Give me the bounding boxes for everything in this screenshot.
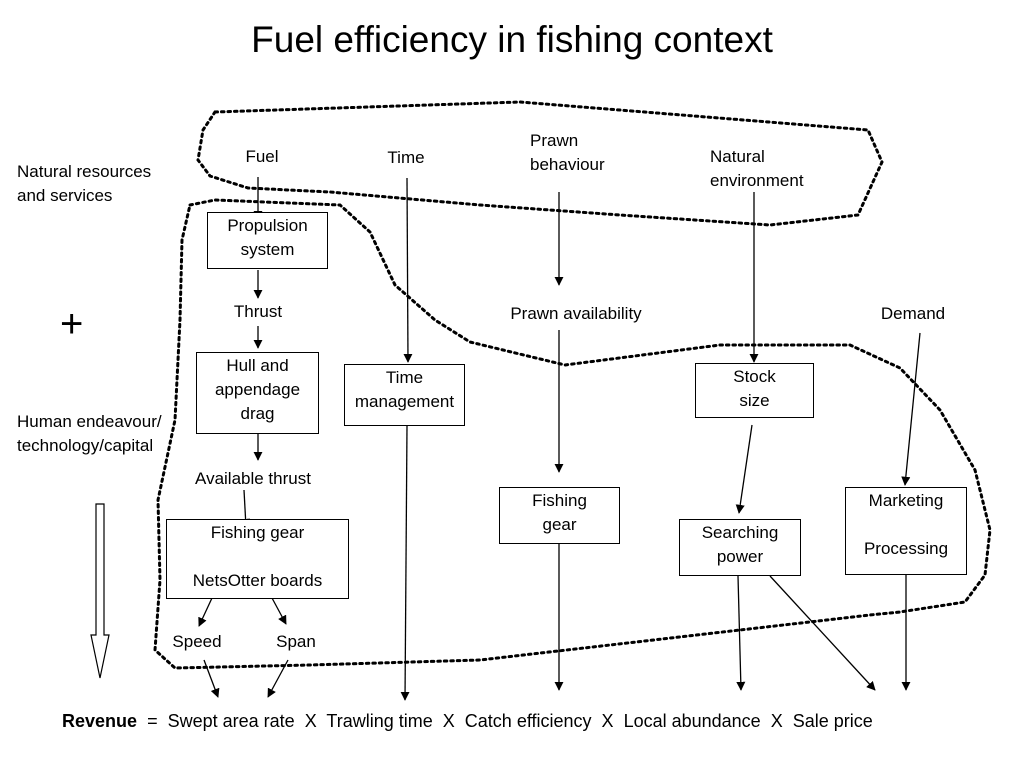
node-marketing-processing: Marketing Processing bbox=[845, 487, 967, 575]
arrow-time-management bbox=[403, 177, 413, 363]
time-management-line2: management bbox=[354, 392, 455, 411]
formula-equals: = bbox=[147, 711, 158, 731]
fishing-gear-left-line1: Fishing gear bbox=[210, 523, 305, 542]
searching-line1: Searching bbox=[701, 523, 779, 542]
human-endeavour-label: Human endeavour/ technology/capital bbox=[17, 410, 162, 458]
node-thrust: Thrust bbox=[233, 302, 283, 321]
arrow-gear-speed bbox=[198, 597, 213, 627]
time-management-line1: Time bbox=[385, 368, 424, 387]
arrow-gear-span bbox=[271, 597, 287, 625]
arrow-searching-price bbox=[769, 575, 876, 691]
formula-revenue: Revenue bbox=[62, 711, 138, 731]
node-propulsion-system: Propulsion system bbox=[207, 212, 328, 269]
formula-swept-area-rate: Swept area rate bbox=[167, 711, 295, 731]
hull-line1: Hull and bbox=[226, 356, 289, 375]
processing-line: Processing bbox=[863, 539, 949, 558]
node-fishing-gear-mid: Fishing gear bbox=[499, 487, 620, 544]
node-available-thrust: Available thrust bbox=[195, 469, 311, 488]
prawn-behaviour-line2: behaviour bbox=[530, 155, 605, 174]
page-title: Fuel efficiency in fishing context bbox=[251, 19, 773, 60]
node-fuel: Fuel bbox=[245, 147, 279, 166]
prawn-behaviour-line1: Prawn bbox=[530, 131, 579, 150]
arrow-speed-revenue bbox=[203, 659, 220, 698]
hollow-down-arrow bbox=[90, 503, 110, 679]
human-endeavour-line2: technology/capital bbox=[17, 436, 154, 455]
hull-line2: appendage bbox=[214, 380, 301, 399]
arrow-span-revenue bbox=[267, 659, 289, 698]
node-searching-power: Searching power bbox=[679, 519, 801, 576]
fishing-gear-mid-line1: Fishing bbox=[532, 491, 587, 510]
stock-line2: size bbox=[739, 391, 770, 410]
natural-resources-line2: and services bbox=[17, 186, 113, 205]
arrow-searching-abundance bbox=[736, 575, 746, 691]
arrow-demand-marketing bbox=[901, 332, 921, 486]
formula-times: X bbox=[770, 711, 783, 731]
node-time-management: Time management bbox=[344, 364, 465, 426]
formula-local-abundance: Local abundance bbox=[623, 711, 761, 731]
natural-resources-line1: Natural resources bbox=[17, 162, 152, 181]
human-endeavour-boundary bbox=[153, 198, 992, 670]
marketing-line: Marketing bbox=[868, 491, 944, 510]
node-demand: Demand bbox=[880, 304, 946, 323]
node-hull-drag: Hull and appendage drag bbox=[196, 352, 319, 434]
node-prawn-availability: Prawn availability bbox=[510, 304, 642, 323]
fishing-gear-mid-line2: gear bbox=[542, 515, 577, 534]
natural-environment-line2: environment bbox=[710, 171, 804, 190]
arrow-timemgmt-revenue bbox=[400, 425, 410, 701]
searching-line2: power bbox=[716, 547, 764, 566]
node-speed: Speed bbox=[172, 632, 222, 651]
plus-sign: + bbox=[60, 302, 84, 346]
arrow-stock-searching bbox=[735, 424, 753, 514]
stock-line1: Stock bbox=[733, 367, 776, 386]
formula-trawling-time: Trawling time bbox=[326, 711, 433, 731]
node-natural-environment: Natural environment bbox=[710, 145, 804, 193]
natural-environment-line1: Natural bbox=[710, 147, 765, 166]
natural-resources-label: Natural resources and services bbox=[17, 160, 151, 208]
node-stock-size: Stock size bbox=[695, 363, 814, 418]
node-prawn-behaviour: Prawn behaviour bbox=[530, 129, 605, 177]
formula-times: X bbox=[442, 711, 455, 731]
node-fishing-gear-left: Fishing gear NetsOtter boards bbox=[166, 519, 349, 599]
formula-sale-price: Sale price bbox=[792, 711, 873, 731]
human-endeavour-line1: Human endeavour/ bbox=[17, 412, 162, 431]
propulsion-line1: Propulsion bbox=[227, 216, 308, 235]
propulsion-line2: system bbox=[240, 240, 295, 259]
fishing-gear-left-line2: NetsOtter boards bbox=[192, 571, 323, 590]
revenue-formula: Revenue = Swept area rate X Trawling tim… bbox=[62, 708, 873, 734]
formula-times: X bbox=[601, 711, 614, 731]
node-span: Span bbox=[276, 632, 316, 651]
natural-resources-boundary bbox=[196, 100, 884, 227]
node-time: Time bbox=[387, 148, 425, 167]
formula-catch-efficiency: Catch efficiency bbox=[464, 711, 592, 731]
hull-line3: drag bbox=[240, 404, 275, 423]
formula-times: X bbox=[304, 711, 317, 731]
